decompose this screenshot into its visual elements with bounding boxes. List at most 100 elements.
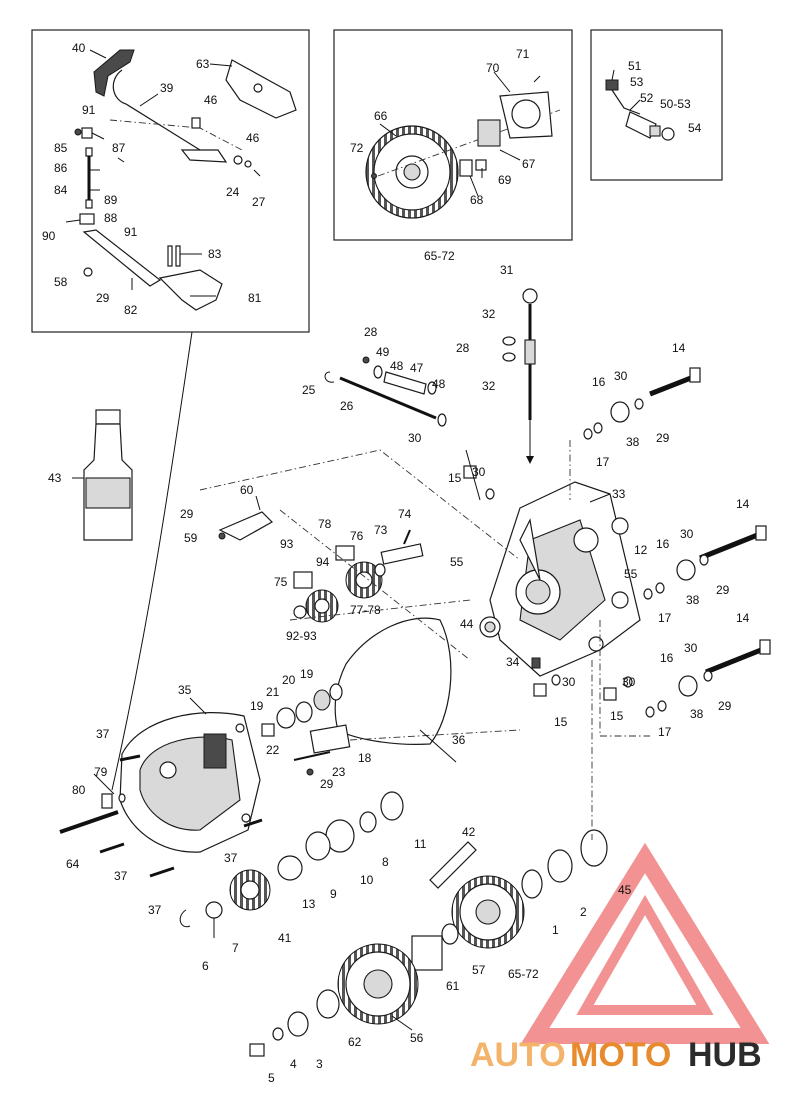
callout: 2 bbox=[580, 905, 587, 919]
callout: 46 bbox=[204, 93, 218, 107]
callout: 12 bbox=[634, 543, 648, 557]
callout: 76 bbox=[350, 529, 364, 543]
callout: 37 bbox=[148, 903, 162, 917]
callout: 64 bbox=[66, 857, 80, 871]
callout: 27 bbox=[252, 195, 266, 209]
callout: 87 bbox=[112, 141, 126, 155]
callout: 65-72 bbox=[424, 249, 455, 263]
callout: 36 bbox=[452, 733, 466, 747]
inset-box-shift-linkage bbox=[31, 29, 310, 333]
callout: 94 bbox=[316, 555, 330, 569]
callout: 6 bbox=[202, 959, 209, 973]
callout: 91 bbox=[82, 103, 96, 117]
callout: 10 bbox=[360, 873, 374, 887]
callout: 49 bbox=[376, 345, 390, 359]
watermark-text: AUTO MOTO HUB bbox=[470, 1036, 762, 1074]
callout: 25 bbox=[302, 383, 316, 397]
callout: 85 bbox=[54, 141, 68, 155]
callout-labels: 40 39 63 46 46 91 85 87 86 24 27 84 89 8… bbox=[42, 41, 750, 1085]
shift-linkage-parts bbox=[65, 49, 297, 311]
callout: 78 bbox=[318, 517, 332, 531]
callout: 15 bbox=[554, 715, 568, 729]
assembly-line-3 bbox=[289, 599, 471, 621]
callout: 29 bbox=[180, 507, 194, 521]
inset-box-gear-assembly bbox=[333, 29, 573, 241]
callout: 83 bbox=[208, 247, 222, 261]
callout: 7 bbox=[232, 941, 239, 955]
callout: 17 bbox=[658, 611, 672, 625]
callout: 14 bbox=[736, 497, 750, 511]
callout: 34 bbox=[506, 655, 520, 669]
side-cover bbox=[119, 712, 261, 853]
shift-shaft bbox=[324, 356, 447, 427]
callout: 56 bbox=[410, 1031, 424, 1045]
callout: 30 bbox=[562, 675, 576, 689]
callout: 61 bbox=[446, 979, 460, 993]
callout: 60 bbox=[240, 483, 254, 497]
cover-bolts bbox=[59, 754, 263, 878]
callout: 88 bbox=[104, 211, 118, 225]
callout: 8 bbox=[382, 855, 389, 869]
watermark-auto: AUTO bbox=[470, 1036, 566, 1074]
callout: 45 bbox=[618, 883, 632, 897]
callout: 19 bbox=[250, 699, 264, 713]
gasket bbox=[334, 617, 452, 745]
callout: 72 bbox=[350, 141, 364, 155]
callout: 48 bbox=[432, 377, 446, 391]
callout: 86 bbox=[54, 161, 68, 175]
callout: 3 bbox=[316, 1057, 323, 1071]
callout: 68 bbox=[470, 193, 484, 207]
callout: 17 bbox=[658, 725, 672, 739]
callout: 73 bbox=[374, 523, 388, 537]
callout: 74 bbox=[398, 507, 412, 521]
callout: 69 bbox=[498, 173, 512, 187]
callout: 52 bbox=[640, 91, 654, 105]
callout: 37 bbox=[224, 851, 238, 865]
sensor-parts bbox=[605, 79, 675, 141]
callout: 11 bbox=[414, 837, 427, 851]
callout: 30 bbox=[614, 369, 628, 383]
callout: 20 bbox=[282, 673, 296, 687]
inset-leader-curve bbox=[111, 331, 193, 791]
callout: 37 bbox=[114, 869, 128, 883]
oil-bottle bbox=[83, 409, 133, 541]
callout: 24 bbox=[226, 185, 240, 199]
callout: 37 bbox=[96, 727, 110, 741]
callout: 43 bbox=[48, 471, 62, 485]
leader-lines bbox=[72, 49, 641, 1031]
bolt-set-lower bbox=[463, 465, 771, 718]
callout: 17 bbox=[596, 455, 610, 469]
callout: 5 bbox=[268, 1071, 275, 1085]
callout: 47 bbox=[410, 361, 424, 375]
callout: 35 bbox=[178, 683, 192, 697]
watermark-logo bbox=[520, 842, 770, 1044]
callout: 1 bbox=[552, 923, 559, 937]
callout: 33 bbox=[612, 487, 626, 501]
callout: 14 bbox=[672, 341, 686, 355]
callout: 38 bbox=[686, 593, 700, 607]
callout: 30 bbox=[622, 675, 636, 689]
bolt-set-upper bbox=[583, 367, 701, 440]
callout: 30 bbox=[408, 431, 422, 445]
callout: 89 bbox=[104, 193, 118, 207]
callout: 57 bbox=[472, 963, 486, 977]
callout: 66 bbox=[374, 109, 388, 123]
callout: 23 bbox=[332, 765, 346, 779]
callout: 67 bbox=[522, 157, 536, 171]
callout: 18 bbox=[358, 751, 372, 765]
transmission-housing bbox=[479, 481, 641, 677]
callout: 71 bbox=[516, 47, 530, 61]
callout: 41 bbox=[278, 931, 292, 945]
callout: 58 bbox=[54, 275, 68, 289]
callout: 30 bbox=[680, 527, 694, 541]
callout: 84 bbox=[54, 183, 68, 197]
callout: 22 bbox=[266, 743, 280, 757]
callout: 4 bbox=[290, 1057, 297, 1071]
callout: 26 bbox=[340, 399, 354, 413]
callout: 15 bbox=[448, 471, 462, 485]
callout: 29 bbox=[718, 699, 732, 713]
assembly-line-6 bbox=[599, 620, 650, 737]
watermark-moto: MOTO bbox=[570, 1036, 671, 1074]
callout: 53 bbox=[630, 75, 644, 89]
